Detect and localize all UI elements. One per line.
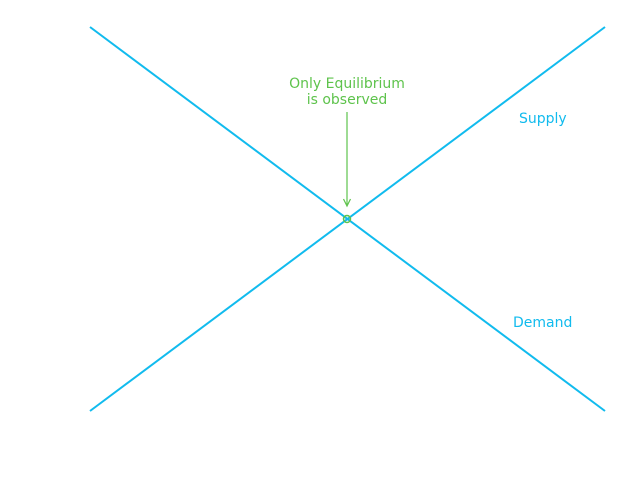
demand-label: Demand (513, 315, 573, 331)
annotation-line-2: is observed (306, 92, 388, 108)
arrow-head-icon (342, 198, 352, 208)
equilibrium-annotation: Only Equilibrium is observed (247, 76, 447, 108)
supply-label: Supply (519, 111, 567, 127)
annotation-line-1: Only Equilibrium (289, 76, 405, 92)
equilibrium-marker (342, 214, 352, 224)
supply-line (89, 26, 606, 412)
